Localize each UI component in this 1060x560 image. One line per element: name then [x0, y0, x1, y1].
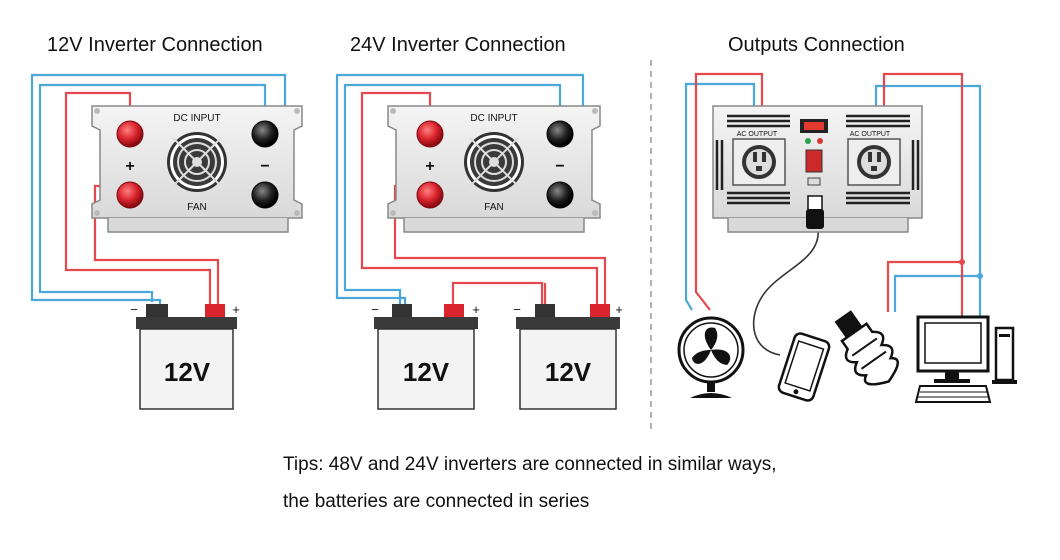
- minus-sign: −: [260, 158, 269, 175]
- battery-label: 12V: [403, 357, 450, 387]
- battery-12v-b: 12V − +: [371, 302, 480, 410]
- power-switch: [805, 149, 823, 173]
- battery-plus: +: [472, 302, 480, 317]
- plus-sign: +: [125, 158, 134, 175]
- inverter-24v: DC INPUT FAN + −: [335, 73, 607, 305]
- fan-appliance-icon: [677, 316, 745, 398]
- title-12v-inverter: 12V Inverter Connection: [47, 34, 263, 56]
- title-outputs: Outputs Connection: [728, 34, 905, 56]
- ac-outlet-right: [847, 138, 901, 186]
- negative-terminal: [546, 181, 574, 209]
- light-bulb-icon: [834, 310, 899, 386]
- negative-terminal: [251, 181, 279, 209]
- battery-minus: −: [513, 302, 521, 317]
- ac-outlet-left: [732, 138, 786, 186]
- battery-plus: +: [615, 302, 623, 317]
- positive-terminal: [416, 181, 444, 209]
- plus-sign: +: [425, 158, 434, 175]
- inverter-12v: DC INPUT FAN + −: [30, 73, 303, 305]
- wires-outputs: [684, 72, 982, 356]
- dc-input-label: DC INPUT: [470, 113, 517, 124]
- fan-label: FAN: [484, 202, 503, 213]
- desktop-computer-icon: [914, 315, 1017, 403]
- battery-label: 12V: [164, 357, 211, 387]
- dc-input-label: DC INPUT: [173, 113, 220, 124]
- title-24v-inverter: 24V Inverter Connection: [350, 34, 566, 56]
- fan-label: FAN: [187, 202, 206, 213]
- positive-terminal: [116, 181, 144, 209]
- negative-terminal: [546, 120, 574, 148]
- tips-line-2: the batteries are connected in series: [283, 491, 590, 512]
- ac-output-label-right: AC OUTPUT: [850, 131, 891, 138]
- battery-12v-c: 12V − +: [513, 302, 623, 410]
- ac-output-label-left: AC OUTPUT: [737, 131, 778, 138]
- battery-minus: −: [130, 302, 138, 317]
- usb-plug: [806, 209, 824, 229]
- tips-line-1: Tips: 48V and 24V inverters are connecte…: [283, 454, 777, 475]
- usb-port: [807, 177, 821, 186]
- positive-terminal: [116, 120, 144, 148]
- battery-12v-a: 12V − +: [130, 302, 240, 410]
- vent-slots: [715, 114, 920, 205]
- outputs-section: AC OUTPUT AC OUTPUT: [677, 72, 1017, 403]
- battery-plus: +: [232, 302, 240, 317]
- smartphone-icon: [777, 332, 831, 402]
- battery-minus: −: [371, 302, 379, 317]
- minus-sign: −: [555, 158, 564, 175]
- battery-label: 12V: [545, 357, 592, 387]
- negative-terminal: [251, 120, 279, 148]
- positive-terminal: [416, 120, 444, 148]
